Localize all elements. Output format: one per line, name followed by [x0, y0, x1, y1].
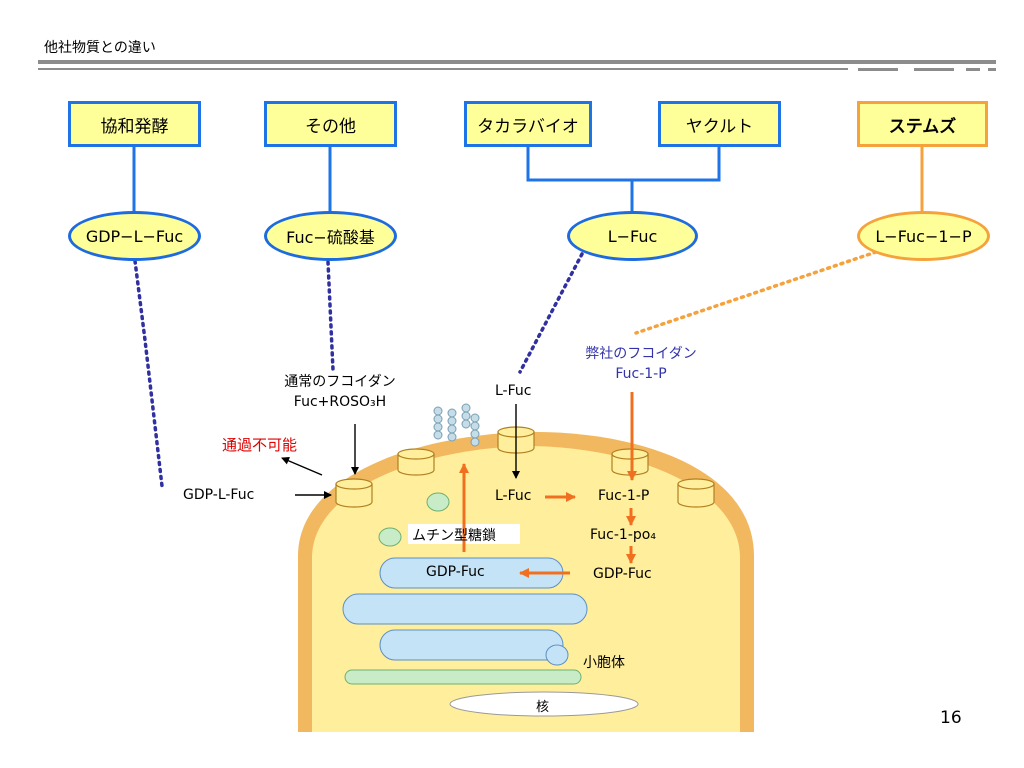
header-rule — [38, 60, 996, 64]
company-box-takara: タカラバイオ — [464, 101, 592, 147]
header-dash — [966, 68, 980, 71]
mucin-glycan-label: ムチン型糖鎖 — [412, 528, 496, 544]
our-fucoidan-label: 弊社のフコイダン Fuc-1-P — [566, 344, 716, 384]
connector-lines — [132, 146, 721, 212]
substance-oval-l-fuc: L−Fuc — [567, 211, 698, 261]
company-box-yakult: ヤクルト — [658, 101, 781, 147]
substance-oval-l-fuc-1-p: L−Fuc−1−P — [857, 211, 990, 261]
mucin-glycans — [433, 403, 480, 447]
page-number: 16 — [940, 708, 962, 728]
header-dash — [858, 68, 898, 71]
company-box-kyowa: 協和発酵 — [68, 101, 201, 147]
l-fuc-outside-label: L-Fuc — [495, 383, 532, 399]
orange-arrows — [459, 392, 637, 578]
our-fucoidan-line2: Fuc-1-P — [615, 366, 667, 382]
header-dash — [914, 68, 954, 71]
gdp-fuc-right-label: GDP-Fuc — [593, 566, 652, 582]
fuc-1-po4-label: Fuc-1-po₄ — [590, 527, 656, 543]
gdp-l-fuc-entry-label: GDP-L-Fuc — [183, 487, 255, 503]
page-title: 他社物質との違い — [44, 40, 156, 56]
company-box-other: その他 — [264, 101, 397, 147]
l-fuc-inside-label: L-Fuc — [495, 488, 532, 504]
normal-fucoidan-line2: Fuc+ROSO₃H — [293, 394, 387, 410]
cannot-pass-label: 通過不可能 — [222, 436, 298, 454]
company-box-stems: ステムズ — [857, 101, 988, 147]
header-dash — [988, 68, 996, 71]
gdp-fuc-organelle-label: GDP-Fuc — [426, 564, 485, 580]
black-arrows — [281, 404, 520, 499]
substance-oval-fuc-sulfate: Fuc−硫酸基 — [264, 211, 397, 261]
fuc-1-p-label: Fuc-1-P — [598, 488, 650, 504]
normal-fucoidan-line1: 通常のフコイダン — [284, 374, 396, 390]
vesicle-label: 小胞体 — [583, 655, 625, 671]
nucleus-label: 核 — [536, 700, 550, 715]
dotted-links — [133, 250, 878, 488]
our-fucoidan-line1: 弊社のフコイダン — [585, 346, 697, 362]
header-rule-thin — [38, 68, 848, 70]
normal-fucoidan-label: 通常のフコイダン Fuc+ROSO₃H — [270, 372, 410, 412]
organelles — [342, 492, 639, 717]
substance-oval-gdp-l-fuc: GDP−L−Fuc — [68, 211, 201, 261]
